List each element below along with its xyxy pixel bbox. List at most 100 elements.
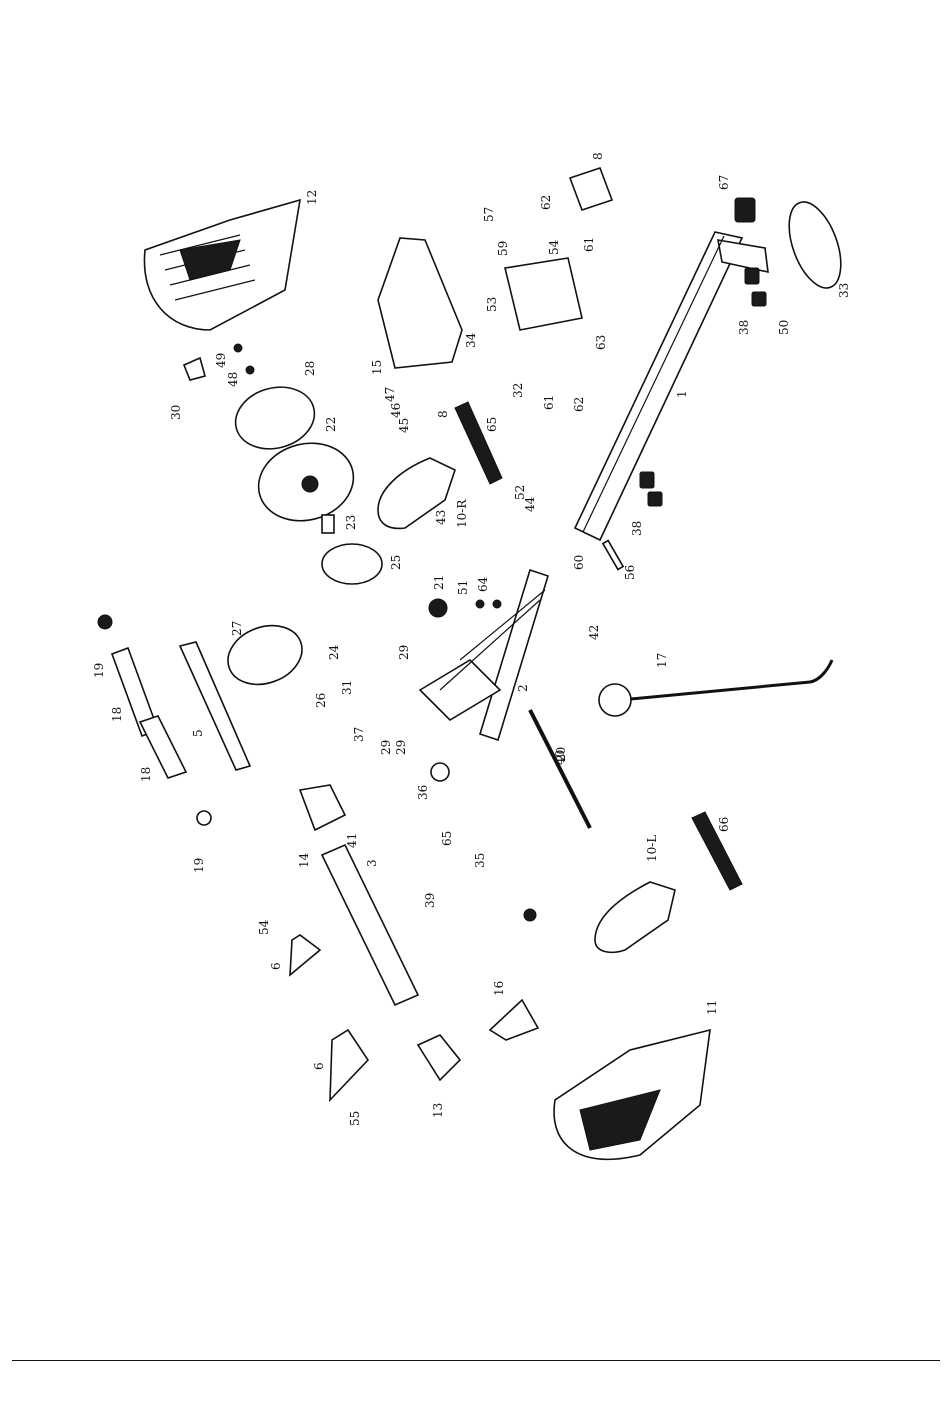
part-label: 18: [139, 767, 153, 782]
part-label: 21: [432, 575, 446, 590]
part-label: 16: [492, 981, 506, 996]
seat-part: [378, 238, 462, 368]
part-label: 24: [327, 644, 341, 660]
part-label: 26: [314, 693, 328, 708]
end-cap-part: [640, 472, 654, 488]
part-label: 19: [192, 858, 206, 873]
part-label: 30: [169, 405, 183, 420]
part-label: 61: [542, 395, 556, 410]
cover-plate-part: [330, 1030, 368, 1100]
part-label: 10-R: [455, 499, 469, 528]
part-label: 59: [496, 241, 510, 256]
rear-frame-part: [420, 570, 548, 740]
end-cap-part: [98, 615, 112, 629]
part-label: 12: [305, 190, 319, 205]
end-cap-part: [648, 492, 662, 506]
part-label: 3: [365, 859, 379, 867]
part-label: 5: [191, 729, 205, 737]
part-label: 48: [226, 372, 240, 387]
crossbar-part: [322, 845, 418, 1005]
part-label: 65: [440, 831, 454, 846]
part-label: 14: [297, 852, 311, 868]
part-label: 52: [513, 485, 527, 500]
part-label: 36: [416, 785, 430, 800]
part-label: 31: [340, 680, 354, 695]
part-label: 62: [572, 397, 586, 412]
part-label: 8: [436, 410, 450, 418]
part-label: 56: [623, 565, 637, 580]
part-label: 38: [737, 320, 751, 335]
part-label: 15: [370, 360, 384, 375]
part-label: 37: [352, 727, 366, 742]
part-label: 61: [582, 237, 596, 252]
part-label: 8: [591, 152, 605, 160]
tension-cable-part: [620, 660, 832, 700]
front-stabilizer-part: [779, 195, 851, 295]
part-label: 53: [485, 297, 499, 312]
part-label: 6: [312, 1062, 326, 1070]
part-label: 28: [303, 361, 317, 376]
mounting-bracket-part: [505, 258, 582, 330]
part-label: 10-L: [645, 835, 659, 862]
part-label: 1: [675, 390, 689, 398]
part-label: 42: [587, 625, 601, 640]
end-cap-part: [745, 268, 759, 284]
part-label: 54: [547, 239, 561, 255]
part-label: 18: [110, 707, 124, 722]
end-cap-part: [197, 811, 211, 825]
part-label: 29: [379, 740, 393, 755]
part-label: 40: [553, 750, 567, 765]
part-label: 19: [92, 663, 106, 678]
monitor-part: [490, 1000, 538, 1040]
part-label: 2: [516, 684, 530, 692]
part-label: 29: [394, 740, 408, 755]
part-label: 55: [348, 1111, 362, 1126]
part-label: 66: [717, 817, 731, 832]
end-cap-part: [735, 198, 755, 222]
part-label: 23: [344, 515, 358, 530]
part-label: 47: [383, 387, 397, 402]
part-label: 32: [511, 383, 525, 398]
part-label: 35: [473, 853, 487, 868]
part-label: 46: [389, 403, 403, 418]
part-label: 57: [482, 207, 496, 222]
part-label: 38: [630, 521, 644, 536]
part-label: 65: [485, 417, 499, 432]
pulley-part: [322, 544, 382, 584]
pedal-arm-part: [455, 402, 502, 484]
mounting-bracket-part: [570, 168, 612, 210]
end-cap-part: [752, 292, 766, 306]
part-label: 45: [397, 418, 411, 433]
part-label: 17: [655, 653, 669, 668]
part-label: 6: [269, 962, 283, 970]
right-cover-part: [554, 1030, 710, 1159]
part-label: 25: [389, 555, 403, 570]
part-label: 60: [572, 555, 586, 570]
left-pedal-part: [595, 882, 675, 952]
tension-knob-part: [599, 684, 631, 716]
left-cover-part: [144, 200, 300, 330]
part-label: 49: [214, 353, 228, 368]
main-frame-part: [575, 232, 768, 540]
part-label: 39: [423, 893, 437, 908]
part-label: 29: [397, 645, 411, 660]
part-label: 27: [230, 621, 244, 636]
part-label: 41: [345, 833, 359, 848]
part-label: 33: [837, 283, 851, 298]
footer-rule: [12, 1360, 940, 1361]
part-label: 54: [257, 919, 271, 935]
part-label: 22: [324, 417, 338, 432]
part-label: 43: [434, 510, 448, 525]
cover-plate-part: [290, 935, 320, 975]
part-label: 13: [431, 1103, 445, 1118]
part-label: 34: [464, 332, 478, 348]
part-label: 67: [717, 175, 731, 190]
end-cap-part: [418, 1035, 460, 1080]
part-label: 11: [705, 1000, 719, 1015]
part-label: 50: [777, 320, 791, 335]
part-label: 64: [476, 576, 490, 592]
end-cap-part: [300, 785, 345, 830]
part-label: 63: [594, 335, 608, 350]
part-label: 62: [539, 195, 553, 210]
